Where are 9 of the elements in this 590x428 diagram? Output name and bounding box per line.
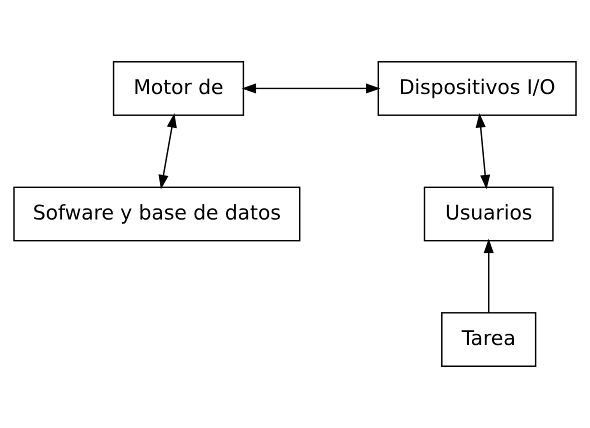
- arrow: [158, 113, 177, 190]
- arrow: [484, 238, 494, 313]
- node-box: Tarea: [441, 312, 536, 367]
- arrow: [476, 113, 490, 190]
- arrow: [242, 83, 380, 94]
- node-box: Motor de: [112, 61, 244, 116]
- node-box: Sofware y base de datos: [13, 186, 300, 242]
- node-box: Dispositivos I/O: [378, 61, 577, 116]
- node-box: Usuarios: [424, 186, 554, 242]
